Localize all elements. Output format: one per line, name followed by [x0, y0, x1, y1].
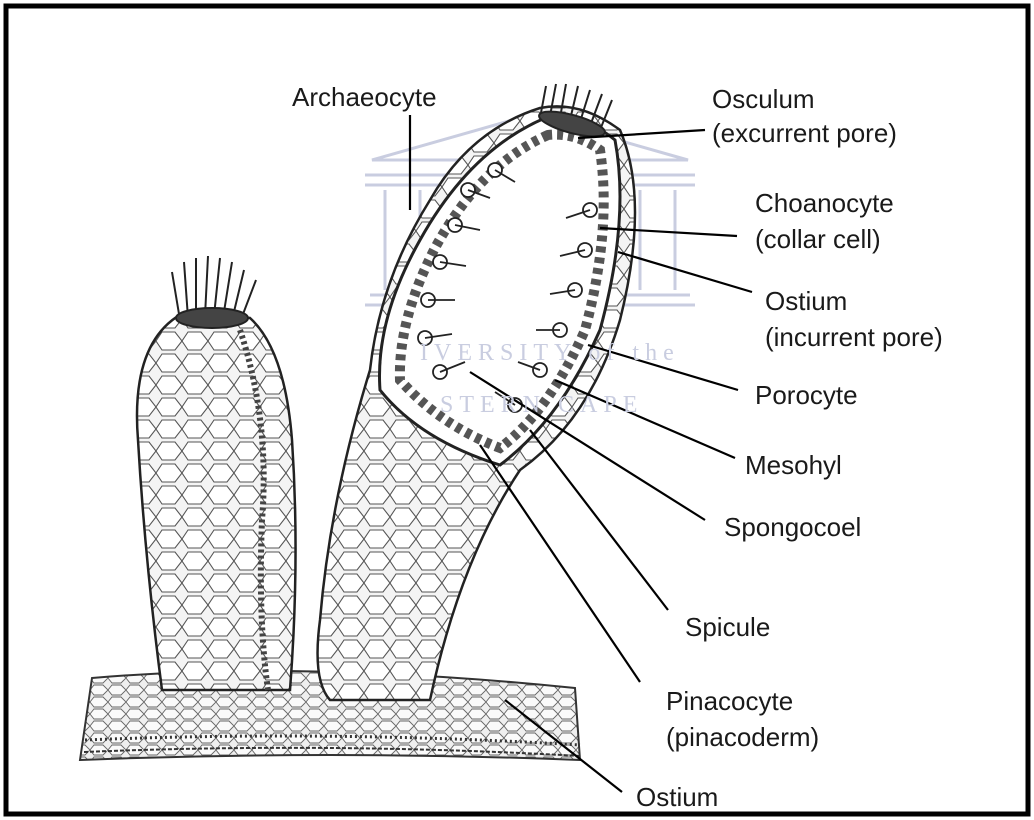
- label-spongocoel: Spongocoel: [724, 512, 861, 542]
- left-osculum: [172, 256, 256, 328]
- label-choanocyte: Choanocyte: [755, 188, 894, 218]
- label-osculum-sub: (excurrent pore): [712, 118, 897, 148]
- label-pinacocyte-sub: (pinacoderm): [666, 722, 819, 752]
- label-archaeocyte: Archaeocyte: [292, 82, 437, 112]
- label-porocyte: Porocyte: [755, 380, 858, 410]
- label-spicule: Spicule: [685, 612, 770, 642]
- label-osculum: Osculum: [712, 84, 815, 114]
- label-ostium-incurrent: Ostium: [765, 286, 847, 316]
- label-pinacocyte: Pinacocyte: [666, 686, 793, 716]
- label-choanocyte-sub: (collar cell): [755, 224, 881, 254]
- label-mesohyl: Mesohyl: [745, 450, 842, 480]
- label-ostium-incurrent-sub: (incurrent pore): [765, 322, 943, 352]
- label-ostium-bottom: Ostium: [636, 782, 718, 812]
- watermark-text-1: IVERSITY of the: [420, 340, 680, 367]
- watermark-text-2: STERN CAPE: [440, 392, 643, 419]
- left-sponge-tube: [137, 312, 296, 690]
